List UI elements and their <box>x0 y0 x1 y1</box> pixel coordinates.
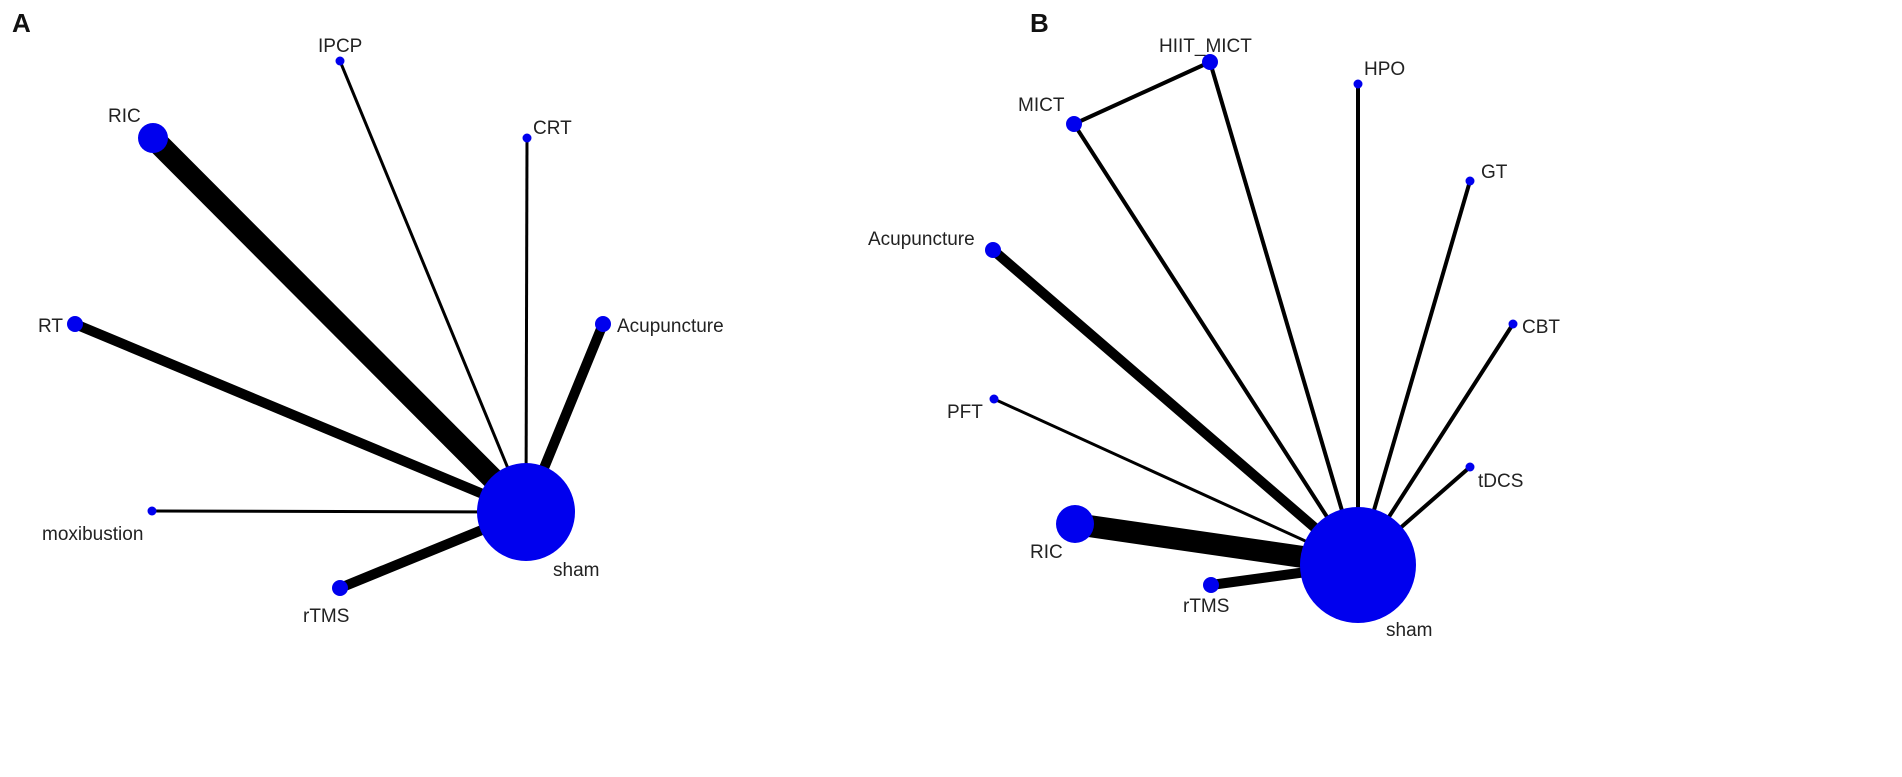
node-label-rt: RT <box>38 316 63 337</box>
edge-sham-moxibustion <box>151 509 527 514</box>
edge-sham-gt <box>1356 180 1472 566</box>
edge-sham-pft <box>993 397 1359 567</box>
edge-sham-mict <box>1072 122 1360 567</box>
node-label-hpo: HPO <box>1364 59 1405 80</box>
panel-a-labels: sham RIC IPCP CRT RT Acupuncture moxibustion rT… <box>38 36 724 627</box>
node-label-pft: PFT <box>947 402 983 423</box>
panel-a-network: A sham RIC IPCP CRT RT Acupuncture moxibustion… <box>12 8 724 627</box>
node-ric <box>138 123 168 153</box>
node-label-acupuncture: Acupuncture <box>868 229 975 250</box>
node-label-acupuncture: Acupuncture <box>617 316 724 337</box>
panel-b-letter: B <box>1030 8 1049 38</box>
node-label-sham: sham <box>553 560 599 581</box>
node-pft <box>989 394 999 404</box>
node-sham <box>477 463 575 561</box>
panel-a-nodes <box>67 56 611 596</box>
node-sham <box>1300 507 1416 623</box>
node-ric <box>1056 505 1094 543</box>
node-acupuncture <box>985 242 1001 258</box>
node-label-tdcs: tDCS <box>1478 471 1523 492</box>
node-ipcp <box>335 56 345 66</box>
node-cbt <box>1508 319 1518 329</box>
panel-b-nodes <box>985 54 1518 623</box>
node-label-sham: sham <box>1386 620 1432 641</box>
node-label-gt: GT <box>1481 162 1508 183</box>
node-label-rtms: rTMS <box>303 606 349 627</box>
node-rt <box>67 316 83 332</box>
edge-sham-hiit-mict <box>1208 61 1360 566</box>
node-moxibustion <box>147 506 157 516</box>
node-rtms <box>332 580 348 596</box>
node-hpo <box>1353 79 1363 89</box>
node-crt <box>522 133 532 143</box>
edge-sham-ipcp <box>338 60 528 513</box>
node-label-ric: RIC <box>1030 542 1063 563</box>
edge-sham-crt <box>524 137 529 513</box>
panel-a-letter: A <box>12 8 31 38</box>
node-mict <box>1066 116 1082 132</box>
node-rtms <box>1203 577 1219 593</box>
node-gt <box>1465 176 1475 186</box>
node-label-cbt: CBT <box>1522 317 1560 338</box>
edge-mict-hiit-mict <box>1073 60 1211 126</box>
node-label-hiit-mict: HIIT_MICT <box>1159 36 1252 57</box>
node-label-ipcp: IPCP <box>318 36 362 57</box>
node-label-moxibustion: moxibustion <box>42 524 143 545</box>
node-tdcs <box>1465 462 1475 472</box>
node-label-mict: MICT <box>1018 95 1065 116</box>
node-label-rtms: rTMS <box>1183 596 1229 617</box>
edge-sham-acupuncture <box>989 246 1362 569</box>
node-label-ric: RIC <box>108 106 141 127</box>
edge-sham-rt <box>73 319 528 517</box>
node-hiit-mict <box>1202 54 1218 70</box>
node-label-crt: CRT <box>533 118 572 139</box>
edge-sham-ric <box>145 130 534 520</box>
node-acupuncture <box>595 316 611 332</box>
